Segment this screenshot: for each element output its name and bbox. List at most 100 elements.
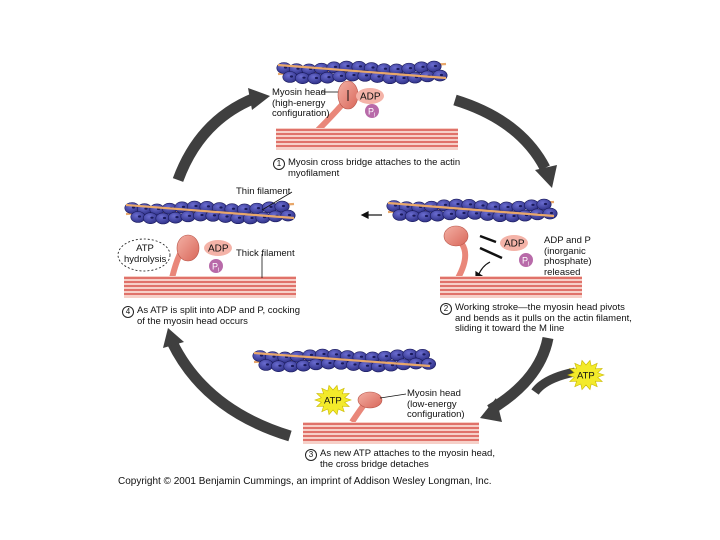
cycle-arrow-left-up (172, 92, 258, 182)
adp-2: ADP (500, 235, 528, 251)
actin-dot (549, 211, 554, 215)
atp-input-arrow (531, 367, 576, 395)
actin-monomer (308, 358, 324, 371)
actin-dot (481, 204, 485, 207)
actin-monomer (130, 211, 146, 223)
atp-text: ATP (324, 396, 342, 407)
step-3-number: 3 (305, 449, 317, 461)
actin-dot (433, 64, 438, 68)
actin-dot (212, 214, 217, 217)
tropomyosin-strand (125, 203, 295, 220)
actin-dot (272, 355, 276, 358)
actin-dot (314, 76, 319, 80)
actin-dot (269, 205, 273, 208)
pi-ball-shape (365, 104, 379, 118)
thin-filament-label: Thin filament (236, 186, 291, 197)
actin-dot (506, 205, 510, 209)
tropomyosin-strand (387, 201, 555, 218)
actin-dot (225, 215, 229, 218)
actin-dot (364, 74, 369, 77)
actin-dot (462, 211, 466, 215)
actin-monomer (417, 210, 433, 223)
actin-dot (278, 364, 282, 367)
actin-dot (328, 361, 332, 365)
actin-dot (206, 205, 211, 208)
actin-dot (359, 355, 364, 358)
actin-monomer (392, 209, 408, 221)
pi-ball-shape (209, 259, 223, 273)
actin-dot (315, 362, 320, 365)
pi-ball-shape (519, 253, 533, 267)
actin-monomer (442, 208, 458, 221)
actin-dot (302, 76, 306, 79)
actin-monomer (282, 71, 298, 83)
thick-filament-3 (303, 422, 479, 444)
actin-dot (406, 205, 410, 208)
actin-dot (390, 364, 395, 367)
adp-pi-released-label: ADP and P (inorganic phosphate) released (544, 235, 592, 278)
adp-4: ADP (204, 240, 232, 256)
actin-dot (162, 216, 167, 220)
actin-dot (290, 364, 295, 368)
panel-step-4: ADP Pi (117, 208, 232, 279)
actin-dot (353, 363, 357, 366)
actin-dot (512, 214, 516, 218)
actin-dot (499, 214, 504, 217)
cycle-arrow-right-down (487, 336, 554, 415)
actin-dot (518, 205, 523, 208)
pi-text: Pi (212, 262, 219, 274)
actin-dot (408, 67, 413, 70)
actin-dot (384, 355, 389, 358)
actin-monomer (255, 211, 271, 224)
adp-1: ADP (356, 88, 384, 104)
actin-dot (194, 204, 198, 208)
actin-dot (543, 202, 548, 206)
actin-dot (175, 216, 179, 219)
adp-pill-shape (500, 235, 528, 251)
actin-dot (303, 364, 307, 367)
atp-burst-shape (314, 384, 352, 416)
thin-filament-1 (276, 60, 448, 85)
myosin-head-2 (443, 225, 469, 247)
pi-4: Pi (209, 259, 223, 274)
actin-monomer (307, 72, 323, 85)
actin-monomer (168, 211, 184, 224)
actin-dot (346, 64, 350, 68)
actin-dot (531, 203, 535, 206)
actin-dot (377, 75, 381, 78)
actin-monomer (432, 69, 448, 82)
adp-text: ADP (504, 239, 525, 250)
actin-dot (393, 204, 398, 207)
actin-monomer (542, 207, 558, 220)
actin-dot (389, 76, 394, 79)
actin-dot (309, 353, 314, 356)
actin-dot (396, 67, 400, 71)
actin-dot (352, 73, 356, 77)
step-4-number: 4 (122, 306, 134, 318)
actin-dot (424, 214, 429, 218)
actin-monomer (180, 210, 196, 223)
actin-monomer (429, 209, 445, 222)
actin-dot (289, 75, 294, 78)
thin-filament-3 (252, 348, 436, 373)
actin-dot (340, 362, 345, 365)
actin-dot (402, 76, 406, 80)
myosin-head-high-label: Myosin head (high-energy configuration) (272, 87, 330, 119)
actin-dot (131, 206, 136, 209)
thick-filament-label: Thick filament (236, 248, 295, 259)
step-4-text: As ATP is split into ADP and P, cocking … (137, 305, 300, 327)
actin-dot (231, 207, 236, 210)
actin-dot (200, 213, 204, 217)
actin-dot (383, 67, 388, 70)
step-1-number: 1 (273, 158, 285, 170)
actin-dot (409, 352, 414, 356)
actin-dot (493, 205, 498, 208)
actin-dot (144, 207, 148, 210)
actin-dot (322, 352, 326, 356)
actin-dot (250, 216, 254, 220)
actin-dot (237, 216, 242, 219)
